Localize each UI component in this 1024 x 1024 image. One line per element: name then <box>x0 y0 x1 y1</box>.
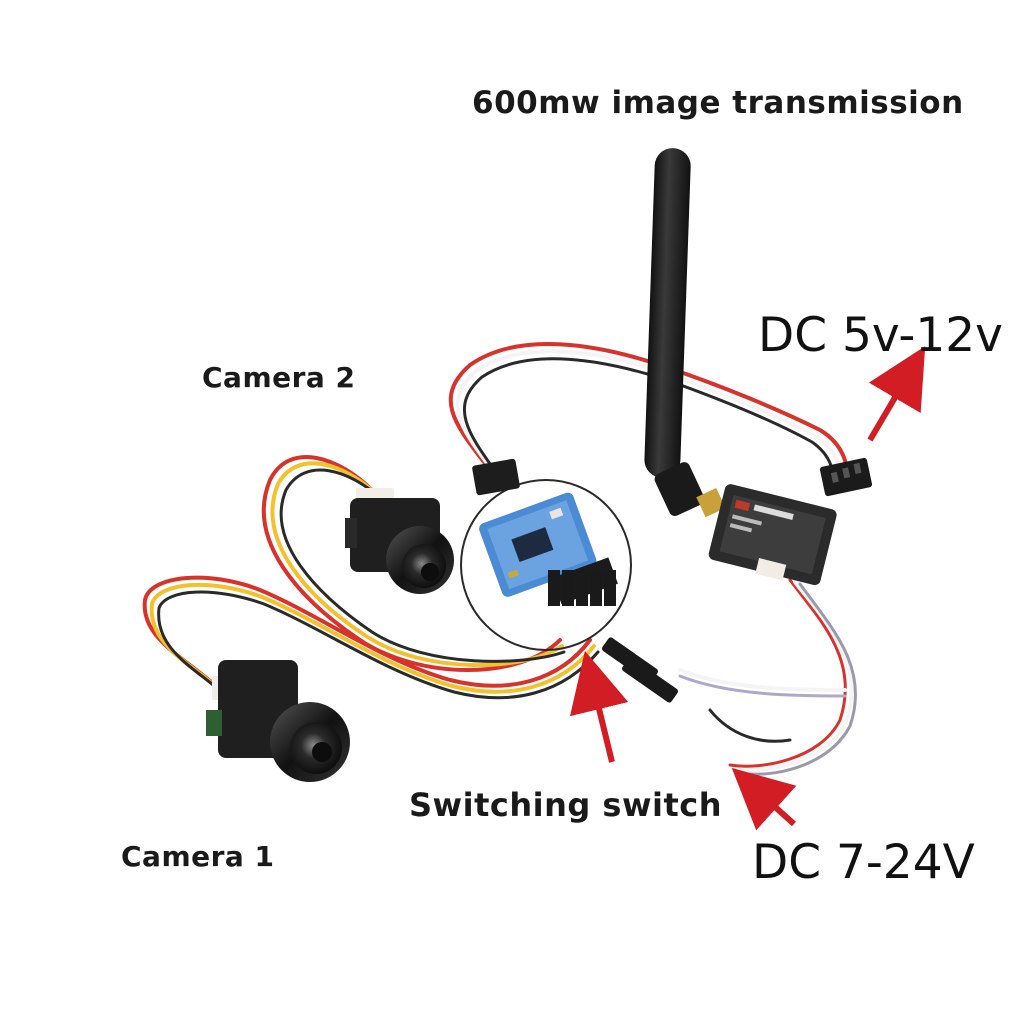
camera-1 <box>206 660 350 782</box>
wire-switch-to-transmitter <box>448 342 849 486</box>
arrow-to-5v-plug <box>867 346 926 442</box>
video-transmitter <box>708 484 837 586</box>
dc-input-label: DC 7-24V <box>752 835 975 890</box>
switch-board <box>460 458 678 703</box>
arrow-to-switch <box>569 650 629 763</box>
camera-1-label: Camera 1 <box>121 840 275 873</box>
antenna <box>644 148 726 518</box>
title-label: 600mw image transmission <box>472 85 964 121</box>
switch-label: Switching switch <box>409 786 723 824</box>
wire-bundle-camera1 <box>142 575 600 700</box>
camera-2 <box>345 488 454 594</box>
power-connector-5v <box>819 457 873 497</box>
camera-2-label: Camera 2 <box>202 361 356 394</box>
wire-transmitter-power <box>678 578 857 776</box>
arrows <box>569 346 926 831</box>
pin-connectors <box>548 570 616 606</box>
wire-bundle-camera2 <box>262 455 566 672</box>
dc-transmitter-label: DC 5v-12v <box>758 308 1003 363</box>
arrow-to-dc-input <box>731 767 797 831</box>
